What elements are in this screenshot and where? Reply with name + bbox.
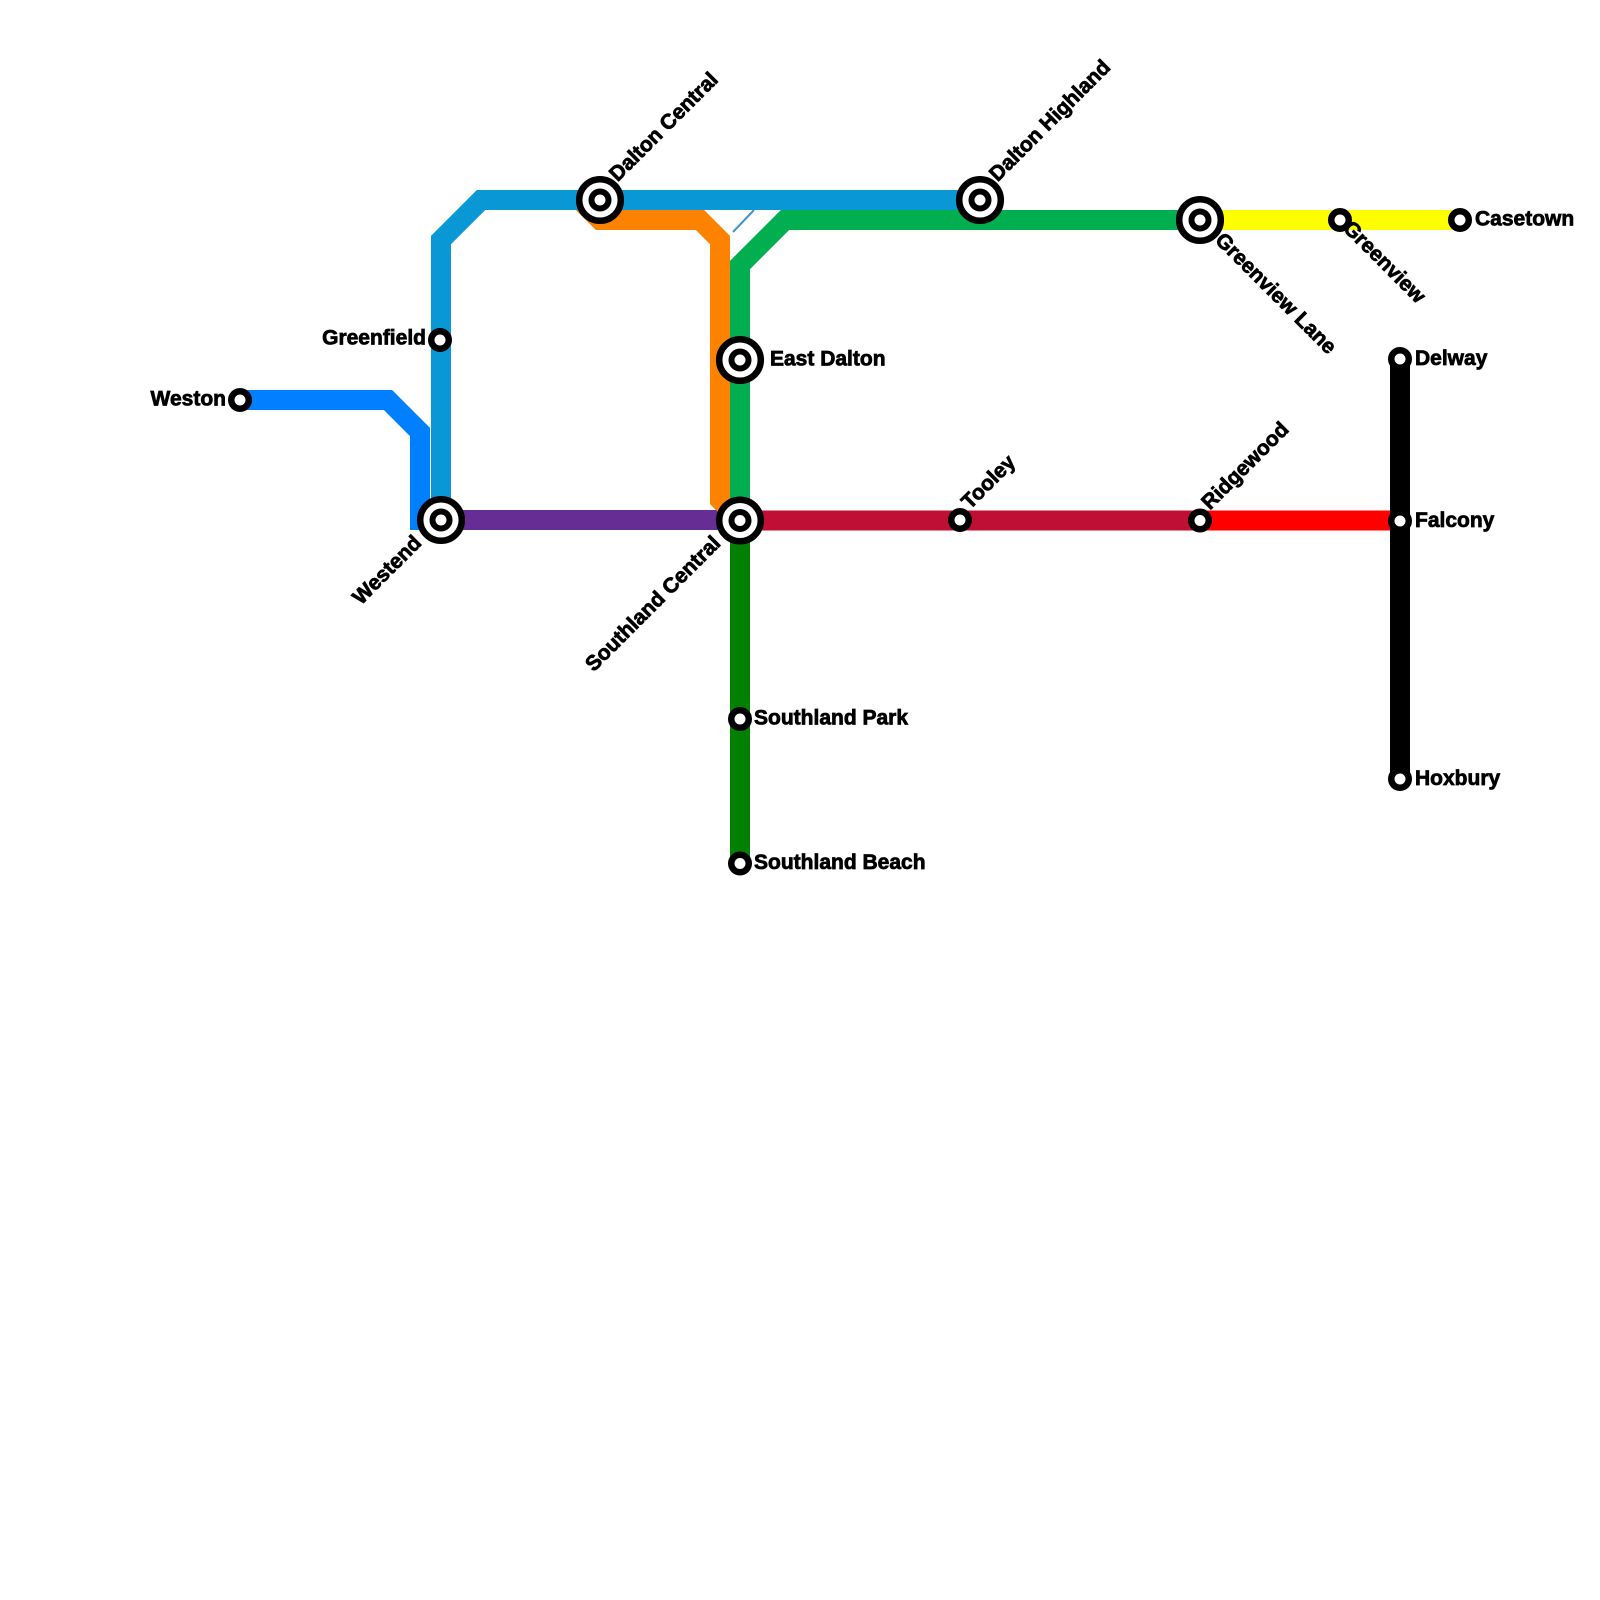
svg-text:Casetown: Casetown (1475, 208, 1574, 231)
svg-text:Southland Park: Southland Park (754, 707, 908, 730)
svg-text:Hoxbury: Hoxbury (1415, 767, 1501, 790)
svg-text:Weston: Weston (151, 388, 226, 411)
svg-text:East Dalton: East Dalton (770, 348, 886, 371)
svg-text:Southland Beach: Southland Beach (754, 851, 926, 874)
svg-text:Greenfield: Greenfield (322, 327, 426, 350)
svg-text:Delway: Delway (1415, 347, 1488, 370)
svg-text:Falcony: Falcony (1415, 509, 1495, 532)
